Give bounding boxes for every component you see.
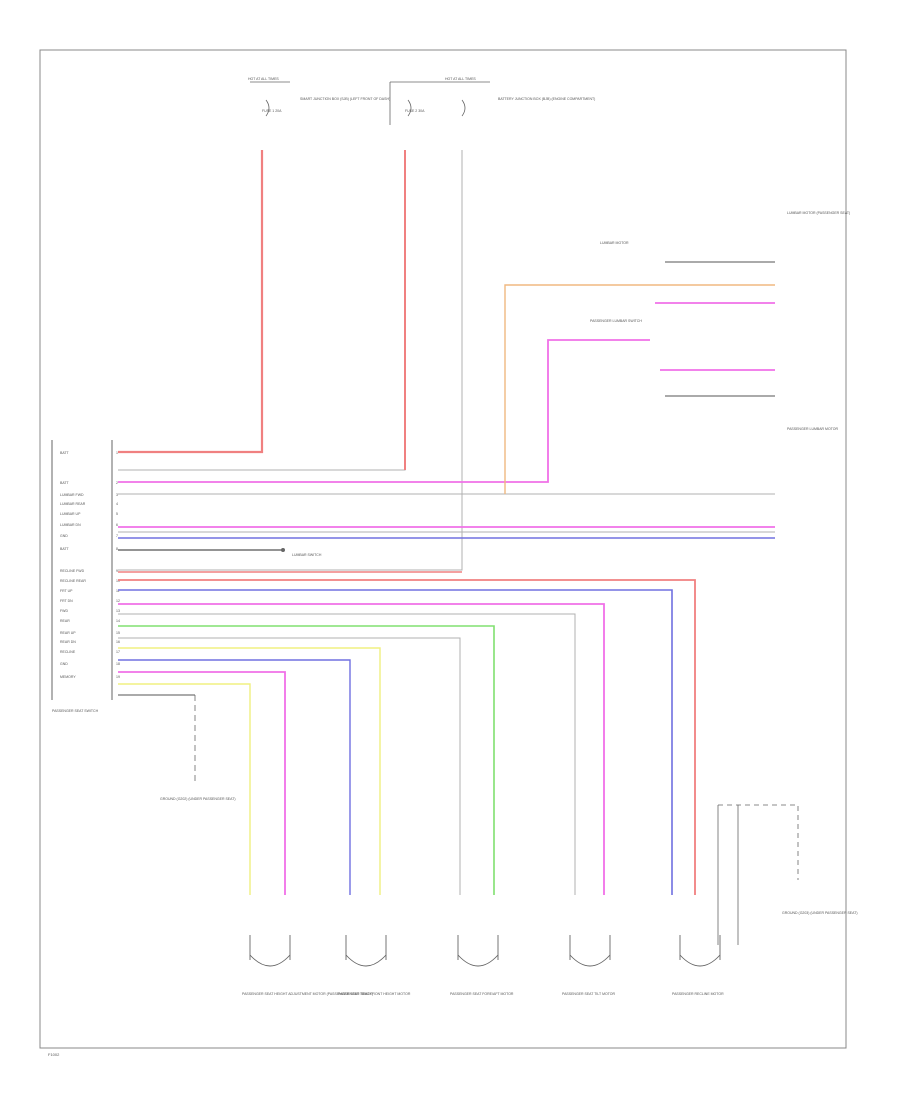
pin-label-3: LUMBAR FWD [60, 493, 84, 497]
pin-label-13: FWD [60, 609, 68, 613]
pin-label-4: LUMBAR REAR [60, 502, 86, 506]
pin-num-13: 13 [116, 609, 120, 613]
wire-tilt-up [118, 603, 605, 895]
module-label: PASSENGER SEAT SWITCH [52, 709, 99, 713]
motor-label-0: PASSENGER SEAT HEIGHT ADJUSTMENT MOTOR (… [242, 992, 373, 996]
pin-label-0: BATT [60, 451, 70, 455]
pin-num-12: 12 [116, 599, 120, 603]
fuse-block-1-desc: SMART JUNCTION BOX (SJB) (LEFT FRONT OF … [300, 97, 390, 101]
pin-num-3: 3 [116, 493, 118, 497]
wire-lumbar-switch [118, 339, 650, 483]
right-label-2: LUMBAR MOTOR [600, 241, 629, 245]
motor-label-1: PASSENGER SEAT FRONT HEIGHT MOTOR [338, 992, 411, 996]
pin-label-2: BATT [60, 481, 70, 485]
wire-recline-rear [118, 589, 673, 895]
pin-num-7: 7 [116, 534, 118, 538]
right-label-4: PASSENGER LUMBAR MOTOR [787, 427, 838, 431]
pin-num-11: 11 [116, 589, 120, 593]
pin-label-5: LUMBAR UP [60, 512, 81, 516]
pin-num-19: 19 [116, 675, 120, 679]
pin-label-17: RECLINE [60, 650, 76, 654]
motor-label-2: PASSENGER SEAT FORE/AFT MOTOR [450, 992, 514, 996]
footer-code: F1002 [48, 1052, 60, 1057]
pin-label-19: MEMORY [60, 675, 76, 679]
motor-1: PASSENGER SEAT FRONT HEIGHT MOTOR [338, 935, 411, 996]
motor-label-4: PASSENGER RECLINE MOTOR [672, 992, 724, 996]
motor-3: PASSENGER SEAT TILT MOTOR [562, 935, 616, 996]
splice-label: LUMBAR SWITCH [292, 553, 322, 557]
motor-4: PASSENGER RECLINE MOTOR [672, 935, 724, 996]
right-labels: LUMBAR MOTOR (PASSENGER SEAT) LUMBAR MOT… [590, 211, 850, 431]
left-ground: GROUND (G202) (UNDER PASSENGER SEAT) [160, 695, 236, 801]
pin-num-18: 18 [116, 662, 120, 666]
wire-recline [118, 671, 286, 895]
pin-num-17: 17 [116, 650, 120, 654]
wire-recline-fwd [118, 579, 696, 895]
fuse-block-2-title: HOT AT ALL TIMES [445, 77, 476, 81]
pin-label-10: RECLINE REAR [60, 579, 86, 583]
right-label-0: LUMBAR MOTOR (PASSENGER SEAT) [787, 211, 850, 215]
pin-label-18: GND [60, 662, 68, 666]
right-label-3: PASSENGER LUMBAR SWITCH [590, 319, 642, 323]
fuse-block-1: HOT AT ALL TIMES FUSE 1 20A SMART JUNCTI… [248, 77, 390, 117]
right-ground-label: GROUND (G203) (UNDER PASSENGER SEAT) [782, 911, 858, 915]
wire-height [118, 683, 251, 895]
wires [118, 150, 775, 895]
left-ground-label: GROUND (G202) (UNDER PASSENGER SEAT) [160, 797, 236, 801]
wire-rear [118, 637, 461, 895]
pin-num-14: 14 [116, 619, 120, 623]
pin-label-14: REAR [60, 619, 70, 623]
pin-num-2: 2 [116, 481, 118, 485]
wire-rear-dn [118, 659, 351, 895]
pin-label-7: GND [60, 534, 68, 538]
splice: LUMBAR SWITCH [281, 548, 322, 557]
wire-batt-feed-1 [118, 150, 264, 454]
wire-lumbar-orange [504, 284, 775, 494]
right-ground: GROUND (G203) (UNDER PASSENGER SEAT) [717, 804, 858, 945]
pin-num-16: 16 [116, 640, 120, 644]
pin-label-16: REAR DN [60, 640, 76, 644]
pin-num-9: 9 [116, 569, 118, 573]
pin-num-15: 15 [116, 631, 120, 635]
wire-tilt-dn [118, 613, 576, 895]
motor-label-3: PASSENGER SEAT TILT MOTOR [562, 992, 616, 996]
pin-num-5: 5 [116, 512, 118, 516]
fuse-block-2-desc: BATTERY JUNCTION BOX (BJB) (ENGINE COMPA… [498, 97, 595, 101]
seat-switch-module: PASSENGER SEAT SWITCH [51, 440, 113, 713]
fuse-block-1-title: HOT AT ALL TIMES [248, 77, 279, 81]
motor-2: PASSENGER SEAT FORE/AFT MOTOR [450, 935, 514, 996]
wire-rear-up [118, 647, 381, 895]
pin-num-10: 10 [116, 579, 120, 583]
pin-label-8: BATT [60, 547, 70, 551]
wire-batt-feed-3 [118, 150, 463, 571]
pin-num-0: 1 [116, 451, 118, 455]
pin-num-6: 6 [116, 523, 118, 527]
bottom-motors: PASSENGER SEAT HEIGHT ADJUSTMENT MOTOR (… [242, 935, 724, 996]
pin-num-4: 4 [116, 502, 118, 506]
pin-label-12: FRT DN [60, 599, 73, 603]
pin-label-11: FRT UP [60, 589, 73, 593]
pin-num-8: 8 [116, 547, 118, 551]
pin-label-15: REAR UP [60, 631, 76, 635]
pin-label-9: RECLINE FWD [60, 569, 85, 573]
diagram-frame [39, 49, 847, 1049]
fuse-block-2: HOT AT ALL TIMES FUSE 2 30A BATTERY JUNC… [389, 77, 595, 125]
wire-fwd [118, 625, 495, 895]
fuse-block-2-fuse: FUSE 2 30A [405, 109, 425, 113]
fuse-block-1-fuse: FUSE 1 20A [262, 109, 282, 113]
pin-label-6: LUMBAR DN [60, 523, 81, 527]
motor-0: PASSENGER SEAT HEIGHT ADJUSTMENT MOTOR (… [242, 935, 373, 996]
